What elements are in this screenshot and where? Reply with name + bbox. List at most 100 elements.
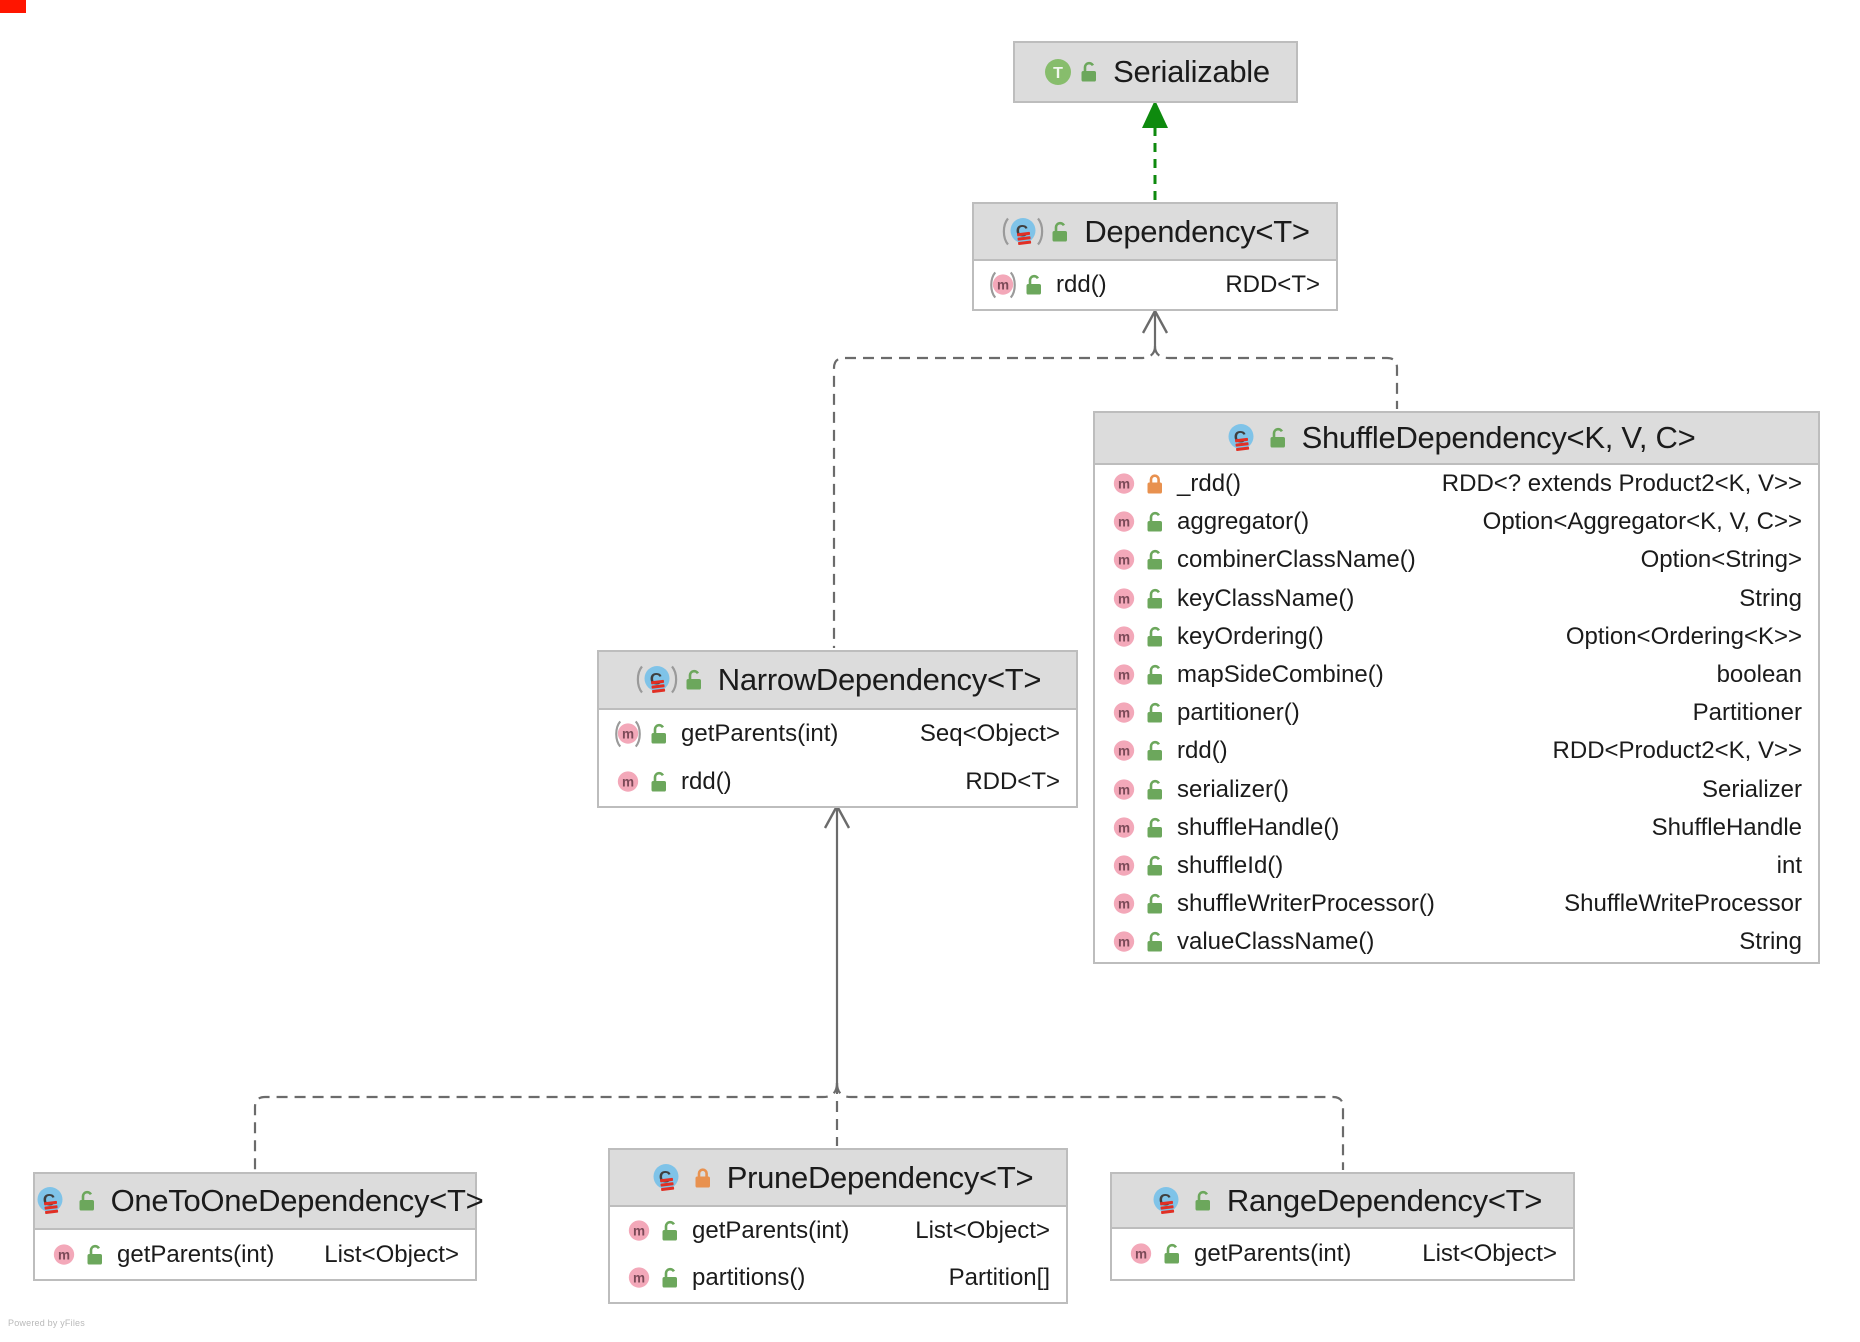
class-icon: C <box>1143 1184 1189 1218</box>
method-return-type: ShuffleWriteProcessor <box>1564 890 1802 918</box>
method-return-type: String <box>1739 584 1802 612</box>
class-title: Dependency<T> <box>1084 213 1310 249</box>
edge-onetoone-extends-narrow <box>253 1082 839 1170</box>
method-icon: m <box>622 1215 656 1247</box>
method-icon: m <box>47 1239 81 1271</box>
public-lock-icon <box>1145 816 1165 840</box>
method-return-type: Partitioner <box>1692 699 1802 727</box>
public-lock-icon <box>85 1243 105 1267</box>
public-lock-icon <box>1145 739 1165 763</box>
svg-text:m: m <box>622 774 634 789</box>
method-return-type: Option<Aggregator<K, V, C>> <box>1482 508 1802 536</box>
method-name: shuffleWriterProcessor() <box>1177 890 1435 918</box>
method-name: partitions() <box>692 1264 806 1292</box>
svg-text:m: m <box>622 726 634 741</box>
class-title: RangeDependency<T> <box>1226 1182 1543 1218</box>
class-title: ShuffleDependency<K, V, C> <box>1301 420 1696 455</box>
method-return-type: Partition[] <box>948 1264 1050 1292</box>
method-name: getParents(int) <box>117 1240 275 1268</box>
method-row[interactable]: m getParents(int) Seq<Object> <box>599 710 1076 758</box>
method-name: serializer() <box>1177 775 1290 803</box>
svg-text:m: m <box>633 1223 645 1238</box>
svg-text:m: m <box>1118 782 1130 797</box>
method-return-type: String <box>1739 928 1802 956</box>
edge-narrow-extends-dependency <box>832 345 1157 648</box>
public-lock-icon <box>1145 625 1165 649</box>
class-icon: C <box>27 1184 73 1218</box>
svg-text:m: m <box>1118 667 1130 682</box>
method-icon: m <box>611 766 645 798</box>
abstract-class-icon: C <box>1000 215 1046 249</box>
method-row[interactable]: m shuffleWriterProcessor() ShuffleWritePro… <box>1095 885 1818 923</box>
method-name: shuffleId() <box>1177 851 1284 879</box>
class-header-dependency[interactable]: C Dependency<T> <box>974 204 1336 261</box>
method-icon: m <box>1107 544 1141 576</box>
method-return-type: RDD<T> <box>1225 271 1320 298</box>
method-icon: m <box>1124 1238 1158 1270</box>
public-lock-icon <box>649 722 669 746</box>
method-return-type: Option<Ordering<K>> <box>1565 622 1802 650</box>
public-lock-icon <box>1145 587 1165 611</box>
corner-artifact <box>0 0 26 13</box>
public-lock-icon <box>1145 854 1165 878</box>
class-title: OneToOneDependency<T> <box>110 1183 484 1218</box>
method-row[interactable]: m shuffleId() int <box>1095 847 1818 885</box>
public-lock-icon <box>1050 220 1070 244</box>
abstract-method-icon: m <box>611 718 645 750</box>
method-icon: m <box>622 1262 656 1294</box>
edge-range-extends-narrow <box>835 1082 1345 1170</box>
abstract-class-icon: C <box>634 663 680 697</box>
public-lock-icon <box>1145 930 1165 954</box>
class-header-range[interactable]: C RangeDependency<T> <box>1112 1174 1573 1229</box>
method-name: mapSideCombine() <box>1177 661 1384 689</box>
method-icon: m <box>1107 888 1141 920</box>
method-row[interactable]: m serializer() Serializer <box>1095 771 1818 809</box>
method-name: getParents(int) <box>692 1216 850 1244</box>
method-return-type: List<Object> <box>324 1240 459 1268</box>
method-icon: m <box>1107 735 1141 767</box>
svg-text:m: m <box>58 1247 70 1262</box>
method-icon: m <box>1107 850 1141 882</box>
method-row[interactable]: m partitions() Partition[] <box>610 1255 1066 1303</box>
class-icon: C <box>643 1161 689 1195</box>
method-return-type: Serializer <box>1701 775 1802 803</box>
method-row[interactable]: m getParents(int) List<Object> <box>35 1230 475 1279</box>
public-lock-icon <box>1145 548 1165 572</box>
method-name: getParents(int) <box>681 720 839 747</box>
public-lock-icon <box>1162 1242 1182 1266</box>
method-row[interactable]: m_rdd()RDD<? extends Product2<K, V>> <box>1095 465 1818 503</box>
method-return-type: int <box>1776 851 1802 879</box>
svg-text:m: m <box>1118 515 1130 530</box>
public-lock-icon <box>1145 778 1165 802</box>
svg-text:m: m <box>633 1271 645 1286</box>
method-return-type: Seq<Object> <box>919 720 1060 747</box>
method-name: shuffleHandle() <box>1177 813 1340 841</box>
method-icon: m <box>1107 926 1141 958</box>
